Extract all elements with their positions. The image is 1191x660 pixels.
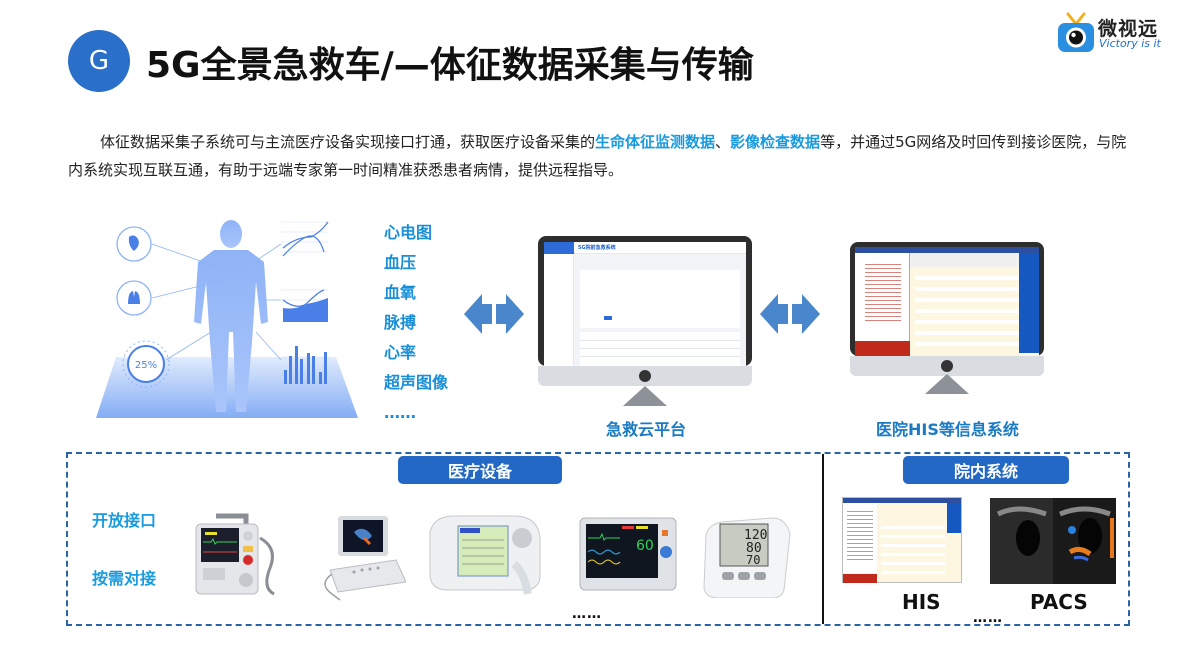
power-button-icon [941,360,953,372]
vital-blood-oxygen: 血氧 [384,283,417,302]
platform-caption: 急救云平台 [606,420,687,439]
intro-text: 等，并通过5G网络及时回传到接诊医院，与院内系统实现互联互通，有助于远端专家第一… [68,133,1127,179]
open-interface-label: 开放接口 [92,511,157,530]
badge-letter: G [88,46,110,76]
page-title: 5G全景急救车/—体征数据采集与传输 [146,45,754,86]
platform-app-title: 5G院前急救系统 [578,245,616,251]
pacs-ultrasound-thumbnail [990,498,1116,584]
monitor-stand [623,386,667,406]
highlight-vital-data: 生命体征监测数据 [595,133,716,151]
bp-pulse-value: 70 [746,553,760,567]
monitor-stand [925,374,969,394]
section-badge: G [68,30,130,92]
power-button-icon [639,370,651,382]
vital-more: …… [384,403,416,422]
monitor-hr-value: 60 [636,538,654,554]
human-body-infographic: 25% [96,220,358,418]
vital-pulse: 脉搏 [384,313,417,332]
logo-name: 微视远 [1098,18,1159,40]
ventilator-image [429,515,541,595]
on-demand-label: 按需对接 [92,569,157,588]
bp-dia-value: 80 [746,541,762,556]
defibrillator-monitor-image [195,513,275,596]
patient-monitor-image: 60 [579,517,677,591]
hospital-systems-pill: 院内系统 [903,456,1069,484]
tv-camera-icon [1058,12,1094,52]
panel-divider [822,454,824,624]
vital-ultrasound: 超声图像 [384,373,449,392]
cloud-platform-monitor: 5G院前急救系统 [538,236,752,408]
vital-signs-list: 心电图 血压 血氧 脉搏 心率 超声图像 …… [384,218,448,428]
more-systems-ellipsis: …… [973,610,1003,626]
his-caption: 医院HIS等信息系统 [876,420,1019,439]
his-thumbnail [842,497,962,583]
platform-app-screenshot: 5G院前急救系统 [544,242,746,366]
his-app-screenshot [855,247,1039,356]
gauge-value: 25% [135,360,157,371]
his-label: HIS [902,590,941,614]
pacs-label: PACS [1030,590,1088,614]
vital-heart-rate: 心率 [384,343,417,362]
intro-separator: 、 [715,133,731,151]
blood-pressure-monitor-image: 120 80 70 [703,517,791,598]
integration-panel [66,452,1130,626]
vital-ecg: 心电图 [384,223,433,242]
medical-devices-pill: 医疗设备 [398,456,562,484]
intro-paragraph: 体征数据采集子系统可与主流医疗设备实现接口打通，获取医疗设备采集的生命体征监测数… [68,128,1128,184]
vital-blood-pressure: 血压 [384,253,417,272]
more-devices-ellipsis: …… [572,606,602,622]
brand-logo: 微视远 Victory is it [1056,12,1186,56]
highlight-imaging-data: 影像检查数据 [730,133,821,151]
bidirectional-arrow-icon [760,294,820,334]
bp-sys-value: 120 [744,528,767,543]
portable-ultrasound-image [324,516,406,601]
logo-slogan: Victory is it [1099,37,1161,50]
his-system-monitor [850,242,1044,394]
bidirectional-arrow-icon [464,294,524,334]
intro-text: 体征数据采集子系统可与主流医疗设备实现接口打通，获取医疗设备采集的 [100,133,596,151]
